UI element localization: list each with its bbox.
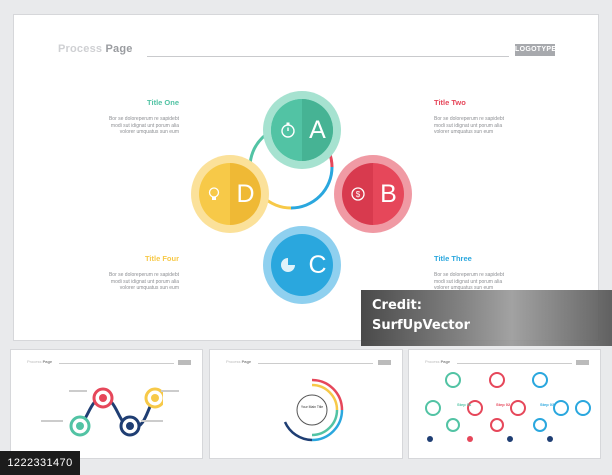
main-slide: Process Page LOGOTYPE A $ B C — [13, 14, 599, 341]
step-d-letter: D — [236, 179, 255, 208]
watermark-credit-label: Credit: — [372, 298, 422, 313]
logotype-badge: LOGOTYPE — [515, 44, 556, 56]
stopwatch-icon — [281, 122, 295, 138]
thumb-3-step-2: Step 02 — [496, 402, 511, 407]
thumb-3-title: Process Page — [425, 359, 451, 364]
thumbnail-slide-3[interactable]: Process Page Step 01 Step 02 Step 03 — [408, 349, 601, 459]
step-b-circle: $ B — [334, 155, 412, 233]
title-two: Title Two — [434, 98, 466, 107]
title-three: Title Three — [434, 254, 472, 263]
thumbnail-slide-1[interactable]: Process Page — [10, 349, 203, 459]
thumbnail-slide-2[interactable]: Process Page Your Main Title — [209, 349, 403, 459]
thumb-3-step-1: Step 01 — [457, 402, 472, 407]
watermark-banner — [361, 290, 612, 346]
step-b-letter: B — [380, 179, 397, 208]
lightbulb-icon — [208, 187, 220, 200]
title-one: Title One — [147, 98, 179, 107]
wave-process-diagram — [69, 387, 163, 437]
thumb-3-step-3: Step 03 — [540, 402, 555, 407]
image-id-badge: 1222331470 — [0, 451, 80, 475]
step-a-letter: A — [309, 115, 326, 144]
step-a-circle: A — [263, 91, 341, 169]
pie-chart-icon — [281, 258, 295, 272]
step-c-circle: C — [263, 226, 341, 304]
title-four: Title Four — [144, 254, 179, 263]
step-c-letter: C — [308, 250, 327, 279]
svg-text:$: $ — [356, 190, 361, 199]
thumb-2-center-text: Your Main Title — [300, 405, 324, 409]
hex-steps-diagram — [425, 372, 591, 432]
radial-arcs-diagram — [283, 378, 344, 442]
dollar-refresh-icon: $ — [351, 187, 365, 201]
thumb-1-title: Process Page — [27, 359, 53, 364]
thumb-2-title: Process Page — [226, 359, 252, 364]
header-divider — [147, 56, 509, 57]
watermark-author: SurfUpVector — [372, 318, 470, 333]
page-title: Process Page — [58, 43, 133, 55]
step-d-circle: D — [191, 155, 269, 233]
